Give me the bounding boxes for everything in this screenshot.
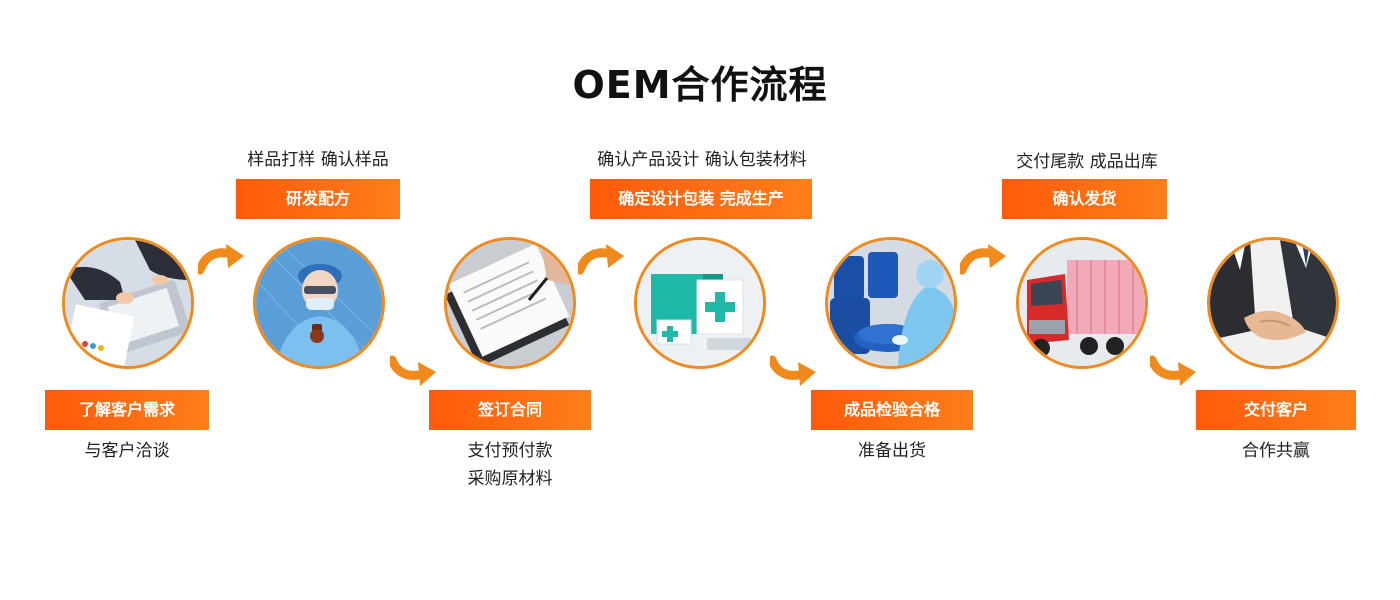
business-handshake-icon — [1207, 237, 1339, 369]
step-note: 样品打样 确认样品 — [247, 150, 389, 170]
curved-arrow-icon — [578, 244, 624, 275]
handshake-meeting-icon — [62, 237, 194, 369]
curved-arrow-icon — [960, 244, 1006, 275]
curved-arrow-icon — [198, 244, 244, 275]
curved-arrow-icon — [390, 355, 436, 386]
step-tag: 交付客户 — [1196, 390, 1356, 430]
curved-arrow-icon — [770, 355, 816, 386]
step-note: 确认产品设计 确认包装材料 — [597, 150, 807, 170]
page-title: OEM合作流程 — [572, 63, 828, 107]
step-note: 支付预付款 — [467, 441, 553, 461]
step-note: 采购原材料 — [467, 469, 553, 489]
delivery-truck-icon — [1016, 237, 1148, 369]
barrels-inspection-icon — [825, 237, 957, 369]
lab-scientist-icon — [253, 237, 385, 369]
contract-signing-icon — [444, 237, 576, 369]
step-tag: 确认发货 — [1002, 179, 1167, 219]
step-tag: 成品检验合格 — [811, 390, 973, 430]
step-tag: 了解客户需求 — [45, 390, 209, 430]
step-note: 交付尾款 成品出库 — [1016, 152, 1158, 172]
step-tag: 签订合同 — [429, 390, 591, 430]
step-note: 合作共赢 — [1242, 441, 1310, 461]
step-tag: 确定设计包装 完成生产 — [590, 179, 812, 219]
curved-arrow-icon — [1150, 355, 1196, 386]
step-note: 与客户洽谈 — [84, 441, 170, 461]
step-tag: 研发配方 — [236, 179, 400, 219]
step-note: 准备出货 — [858, 441, 926, 461]
product-packaging-icon — [634, 237, 766, 369]
